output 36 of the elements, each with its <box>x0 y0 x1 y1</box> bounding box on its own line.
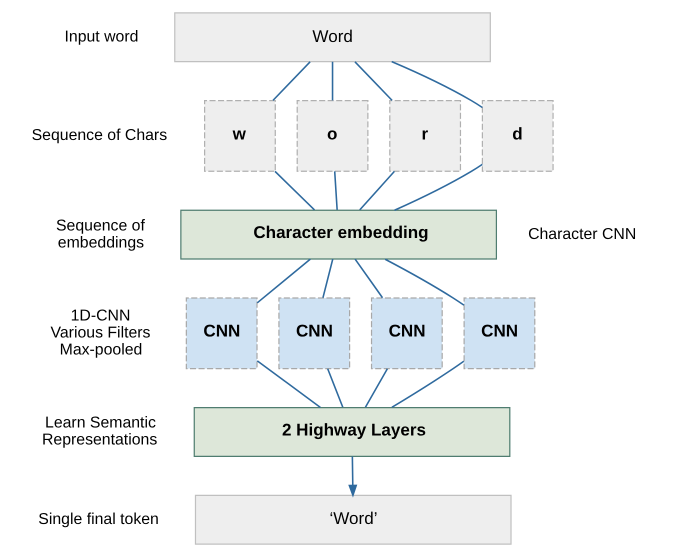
node-box: CNN <box>464 297 536 370</box>
connector <box>391 60 483 108</box>
node-box: ‘Word’ <box>194 494 512 545</box>
connector <box>322 258 334 298</box>
node-box: r <box>389 100 462 172</box>
node-box: Word <box>174 12 491 62</box>
connector <box>391 360 464 408</box>
label: Character CNN <box>528 226 636 243</box>
node-box: CNN <box>278 297 350 370</box>
connector <box>256 258 311 304</box>
connector <box>334 171 338 210</box>
node-box: w <box>204 100 276 172</box>
arrow <box>348 456 358 498</box>
label: Single final token <box>38 510 159 528</box>
connector <box>384 258 464 306</box>
connector <box>326 368 344 408</box>
node-box: 2 Highway Layers <box>194 407 510 457</box>
node-box: d <box>482 100 554 172</box>
connector <box>359 170 395 210</box>
connector <box>256 360 321 408</box>
connector <box>354 258 384 298</box>
label: Sequence of Chars <box>32 127 168 144</box>
node-box: Character embedding <box>180 210 497 260</box>
connector <box>354 61 393 101</box>
connector <box>274 170 316 210</box>
connector <box>394 164 483 211</box>
label: Sequence of embeddings <box>56 217 145 252</box>
connector <box>332 62 334 100</box>
label: 1D-CNN Various Filters Max-pooled <box>50 307 150 359</box>
node-box: o <box>296 100 368 172</box>
connector <box>364 368 388 408</box>
label: Learn Semantic Representations <box>42 414 158 449</box>
node-box: CNN <box>370 297 443 370</box>
label: Input word <box>64 28 138 46</box>
connector <box>272 61 311 101</box>
node-box: CNN <box>186 297 258 370</box>
